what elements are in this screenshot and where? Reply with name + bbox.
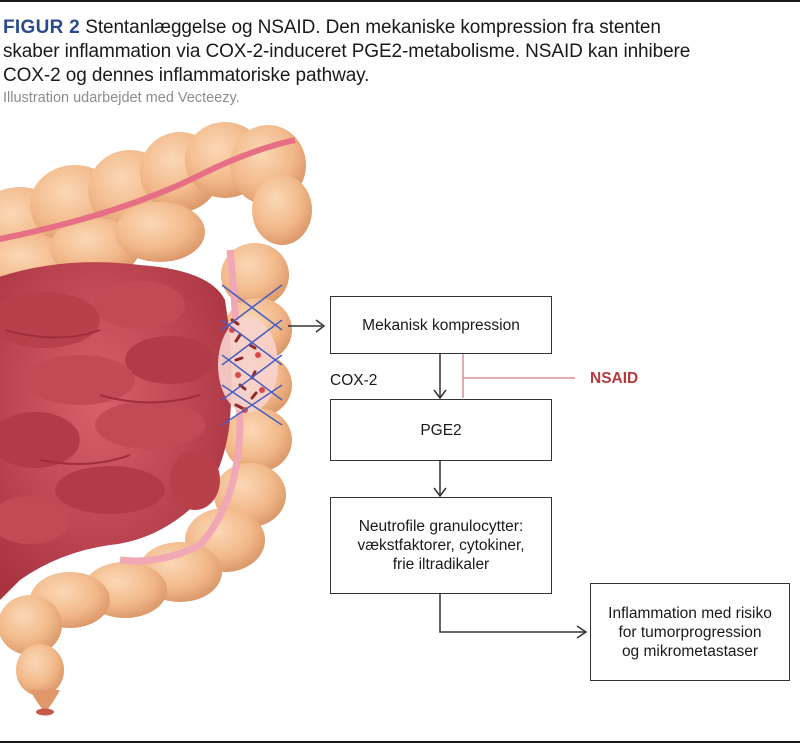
pge2-box: PGE2 <box>330 399 552 461</box>
nsaid-inhibition-line <box>462 354 575 398</box>
tumor-area <box>218 317 278 413</box>
neutrophils-line-3: frie iltradikaler <box>392 556 490 573</box>
stent-mesh <box>221 284 283 426</box>
figure-label: FIGUR 2 <box>3 17 81 38</box>
colon-illustration <box>0 122 312 716</box>
nsaid-label: NSAID <box>590 370 639 387</box>
inflammation-line-1: Inflammation med risiko <box>608 604 772 622</box>
top-rule <box>0 0 800 2</box>
inflammation-line-3: og mikrometastaser <box>621 642 759 660</box>
mechanical-compression-label: Mekanisk kompression <box>362 316 520 334</box>
cox2-label: COX-2 <box>330 372 378 389</box>
illustration-credit: Illustration udarbejdet med Vecteezy. <box>3 90 240 106</box>
inflammation-box: Inflammation med risiko for tumorprogres… <box>590 583 790 681</box>
inflammation-line-2: for tumorprogression <box>618 623 762 641</box>
mechanical-compression-box: Mekanisk kompression <box>330 296 552 354</box>
small-intestine <box>0 262 232 600</box>
pge2-label: PGE2 <box>420 421 462 439</box>
flow-connectors <box>288 319 588 639</box>
figure-caption: FIGUR 2 Stentanlæggelse og NSAID. Den me… <box>3 16 703 88</box>
neutrophils-line-2: vækstfaktorer, cytokiner, <box>357 537 525 554</box>
neutrophils-box: Neutrofile granulocytter: vækstfaktorer,… <box>330 497 552 594</box>
bottom-rule <box>0 741 800 743</box>
caption-text: Stentanlæggelse og NSAID. Den mekaniske … <box>3 17 691 86</box>
neutrophils-line-1: Neutrofile granulocytter: <box>358 518 524 535</box>
